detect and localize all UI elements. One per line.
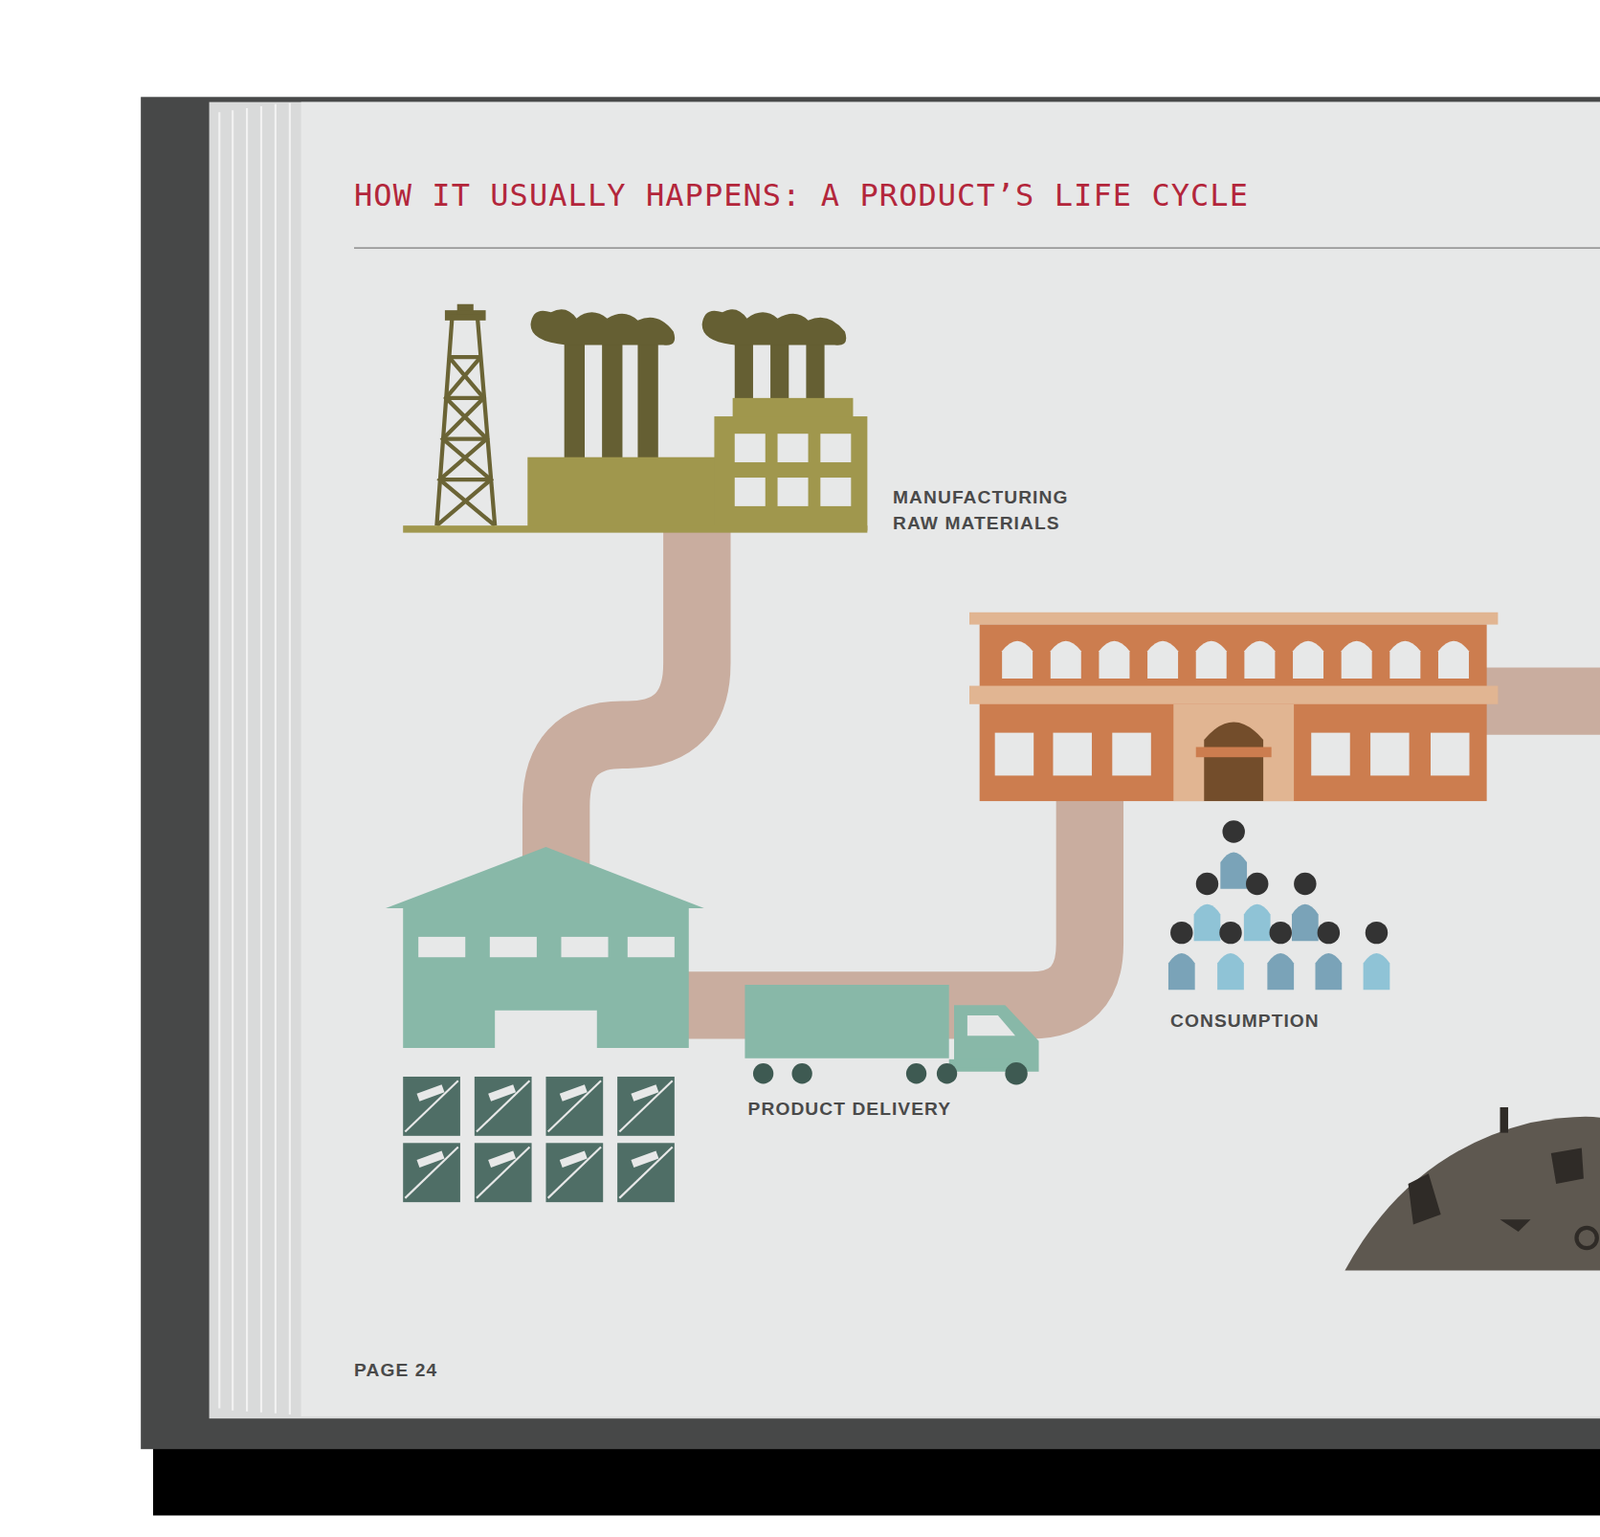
box-tape	[404, 1147, 458, 1199]
person-body	[1363, 953, 1391, 990]
arch-window	[1147, 641, 1178, 679]
warehouse	[385, 846, 705, 1048]
person-head	[1269, 921, 1292, 944]
arch-window	[1050, 641, 1082, 679]
arch-window	[1341, 641, 1373, 679]
product-box	[474, 1076, 533, 1136]
page-number: PAGE 24	[354, 1356, 508, 1384]
arch-window	[1292, 641, 1324, 679]
box-label	[630, 1151, 659, 1168]
page-stack	[209, 102, 1600, 1420]
person-body	[1194, 904, 1222, 941]
product-boxes	[402, 1076, 675, 1202]
box-tape	[476, 1080, 530, 1132]
product-box	[545, 1142, 603, 1202]
box-label	[417, 1151, 445, 1168]
person-body	[1291, 904, 1319, 941]
person-head	[1317, 921, 1340, 944]
page-title: HOW IT USUALLY HAPPENS: A PRODUCT’S LIFE…	[354, 177, 1249, 214]
box-tape	[548, 1080, 601, 1132]
arch-window	[1196, 641, 1227, 679]
box-label	[559, 1084, 588, 1101]
product-box	[402, 1076, 461, 1136]
person-head	[1196, 872, 1219, 895]
box-tape	[404, 1080, 458, 1132]
person-body	[1217, 953, 1245, 990]
page-edges	[219, 103, 290, 1415]
person-head	[1219, 921, 1242, 944]
book-cover	[140, 96, 1600, 1449]
arch-window	[1389, 641, 1421, 679]
box-tape	[619, 1080, 672, 1132]
box-tape	[548, 1147, 601, 1199]
person-head	[1293, 872, 1316, 895]
product-box	[617, 1076, 675, 1136]
person-body	[1266, 953, 1294, 990]
person-body	[1314, 953, 1342, 990]
stage-label: PRODUCT DELIVERY	[748, 1095, 1014, 1123]
title-rule	[354, 246, 1600, 249]
box-tape	[476, 1147, 530, 1199]
stage-label: CONSUMPTION	[1170, 1006, 1396, 1034]
box-label	[559, 1151, 588, 1168]
consumers	[1168, 820, 1390, 990]
arch-window	[1438, 641, 1469, 679]
box-label	[488, 1151, 516, 1168]
arch-window	[1244, 641, 1275, 679]
person-head	[1222, 820, 1245, 843]
product-box	[617, 1142, 675, 1202]
person-body	[1168, 953, 1196, 990]
person-head	[1245, 872, 1268, 895]
landfill	[1344, 1107, 1600, 1271]
product-box	[474, 1142, 533, 1202]
person-head	[1365, 921, 1388, 944]
product-box	[402, 1142, 461, 1202]
box-label	[630, 1084, 659, 1101]
person-head	[1170, 921, 1193, 944]
box-label	[488, 1084, 516, 1101]
arch-window	[1001, 641, 1033, 679]
pipe	[555, 525, 1600, 1005]
factory	[402, 309, 867, 533]
box-label	[417, 1084, 445, 1101]
box-tape	[619, 1147, 672, 1199]
delivery-truck	[744, 984, 1039, 1086]
oil-derrick	[436, 306, 495, 526]
arch-window	[1098, 641, 1130, 679]
store	[969, 612, 1498, 801]
page	[301, 102, 1600, 1417]
stage-label: MANUFACTURING RAW MATERIALS	[892, 483, 1103, 536]
product-box	[545, 1076, 603, 1136]
person-body	[1244, 904, 1271, 941]
person-body	[1220, 851, 1247, 889]
